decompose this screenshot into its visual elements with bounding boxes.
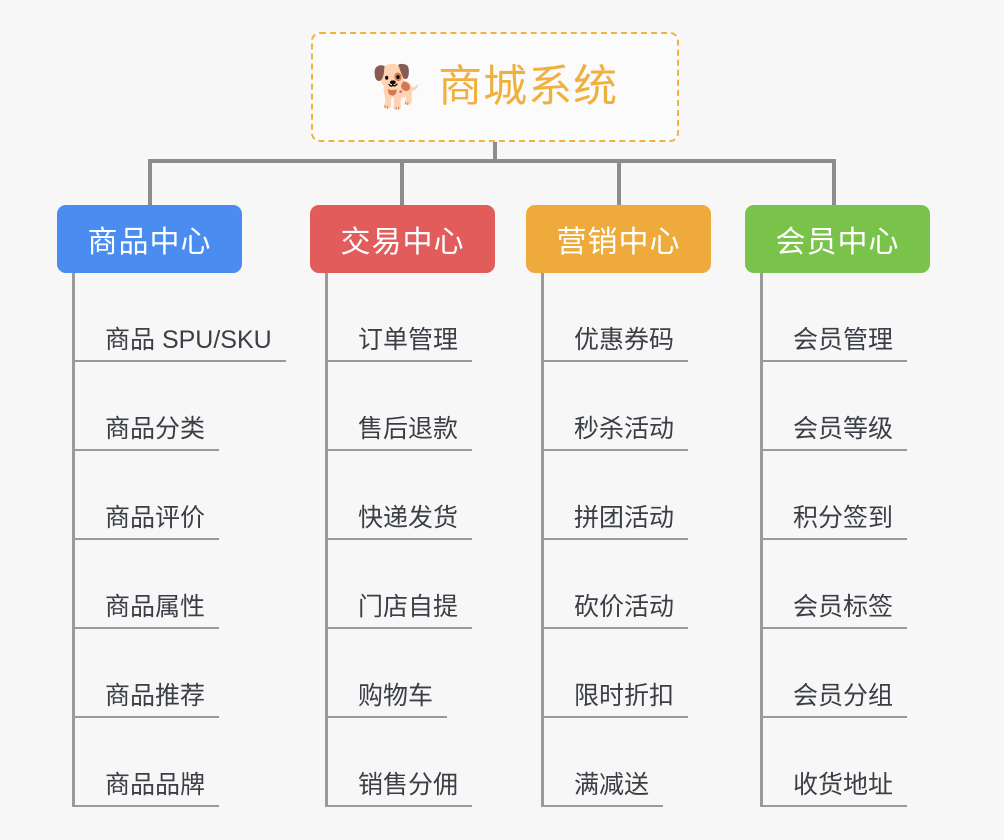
leaf-item[interactable]: 购物车 [328, 629, 522, 718]
leaf-item-label: 售后退款 [358, 414, 459, 443]
leaf-item[interactable]: 会员等级 [763, 362, 949, 451]
leaf-item[interactable]: 门店自提 [328, 540, 522, 629]
leaf-item[interactable]: 秒杀活动 [544, 362, 736, 451]
leaf-item[interactable]: 积分签到 [763, 451, 949, 540]
leaf-item[interactable]: 商品推荐 [75, 629, 307, 718]
leaf-item[interactable]: 满减送 [544, 718, 736, 807]
shiba-dog-face-icon: 🐕 [371, 63, 425, 110]
branch-trunk-member-center: 会员管理 会员等级 积分签到 会员标签 会员分组 收货地址 [760, 273, 949, 807]
category-header-member-center[interactable]: 会员中心 [745, 205, 930, 273]
leaf-item[interactable]: 优惠券码 [544, 273, 736, 362]
category-header-product-center[interactable]: 商品中心 [57, 205, 242, 273]
leaf-item-label: 商品 SPU/SKU [105, 325, 272, 354]
branch-column-member-center: 会员中心 会员管理 会员等级 积分签到 会员标签 会员分组 收货地址 [745, 205, 949, 807]
leaf-item[interactable]: 砍价活动 [544, 540, 736, 629]
root-node-mall-system[interactable]: 🐕 商城系统 [311, 32, 679, 142]
leaf-item-label: 限时折扣 [574, 681, 675, 710]
leaf-item-label: 商品分类 [105, 414, 206, 443]
leaf-item-label: 优惠券码 [574, 325, 675, 354]
leaf-item[interactable]: 收货地址 [763, 718, 949, 807]
leaf-item-label: 订单管理 [358, 325, 459, 354]
leaf-item-label: 门店自提 [358, 592, 459, 621]
category-header-trade-center[interactable]: 交易中心 [310, 205, 495, 273]
leaf-item-label: 会员标签 [793, 592, 894, 621]
connector-drop-1 [148, 159, 152, 207]
connector-root-stem [493, 142, 497, 163]
leaf-item[interactable]: 商品品牌 [75, 718, 307, 807]
root-node-title: 商城系统 [438, 62, 619, 111]
leaf-item-label: 秒杀活动 [574, 414, 675, 443]
branch-trunk-product-center: 商品 SPU/SKU 商品分类 商品评价 商品属性 商品推荐 商品品牌 [72, 273, 307, 807]
leaf-item[interactable]: 拼团活动 [544, 451, 736, 540]
leaf-item[interactable]: 快递发货 [328, 451, 522, 540]
leaf-item-label: 收货地址 [793, 770, 894, 799]
leaf-item-label: 商品评价 [105, 503, 206, 532]
category-header-marketing-center[interactable]: 营销中心 [526, 205, 711, 273]
leaf-item-label: 会员分组 [793, 681, 894, 710]
category-header-label: 营销中心 [556, 226, 681, 259]
leaf-item-label: 积分签到 [793, 503, 894, 532]
leaf-item[interactable]: 商品分类 [75, 362, 307, 451]
leaf-item[interactable]: 商品属性 [75, 540, 307, 629]
category-header-label: 交易中心 [340, 226, 465, 259]
branch-column-trade-center: 交易中心 订单管理 售后退款 快递发货 门店自提 购物车 销售分佣 [310, 205, 522, 807]
branch-trunk-trade-center: 订单管理 售后退款 快递发货 门店自提 购物车 销售分佣 [325, 273, 522, 807]
leaf-item[interactable]: 订单管理 [328, 273, 522, 362]
category-header-label: 会员中心 [775, 226, 900, 259]
category-header-label: 商品中心 [87, 226, 212, 259]
leaf-item[interactable]: 销售分佣 [328, 718, 522, 807]
leaf-item-label: 商品品牌 [105, 770, 206, 799]
leaf-item-label: 拼团活动 [574, 503, 675, 532]
leaf-item[interactable]: 商品评价 [75, 451, 307, 540]
leaf-item-label: 快递发货 [358, 503, 459, 532]
leaf-item-label: 商品属性 [105, 592, 206, 621]
leaf-item[interactable]: 会员标签 [763, 540, 949, 629]
connector-horizontal-bus [148, 159, 836, 163]
leaf-item[interactable]: 限时折扣 [544, 629, 736, 718]
connector-drop-2 [400, 159, 404, 207]
leaf-item-label: 砍价活动 [574, 592, 675, 621]
leaf-item-label: 满减送 [574, 770, 650, 799]
leaf-item-label: 商品推荐 [105, 681, 206, 710]
leaf-item-label: 会员等级 [793, 414, 894, 443]
leaf-item[interactable]: 商品 SPU/SKU [75, 273, 307, 362]
branch-trunk-marketing-center: 优惠券码 秒杀活动 拼团活动 砍价活动 限时折扣 满减送 [541, 273, 736, 807]
leaf-item-label: 会员管理 [793, 325, 894, 354]
connector-drop-3 [617, 159, 621, 207]
leaf-item-label: 销售分佣 [358, 770, 459, 799]
leaf-item[interactable]: 售后退款 [328, 362, 522, 451]
branch-column-product-center: 商品中心 商品 SPU/SKU 商品分类 商品评价 商品属性 商品推荐 商品品牌 [57, 205, 307, 807]
leaf-item[interactable]: 会员管理 [763, 273, 949, 362]
leaf-item-label: 购物车 [358, 681, 434, 710]
connector-drop-4 [832, 159, 836, 207]
leaf-item[interactable]: 会员分组 [763, 629, 949, 718]
branch-column-marketing-center: 营销中心 优惠券码 秒杀活动 拼团活动 砍价活动 限时折扣 满减送 [526, 205, 736, 807]
